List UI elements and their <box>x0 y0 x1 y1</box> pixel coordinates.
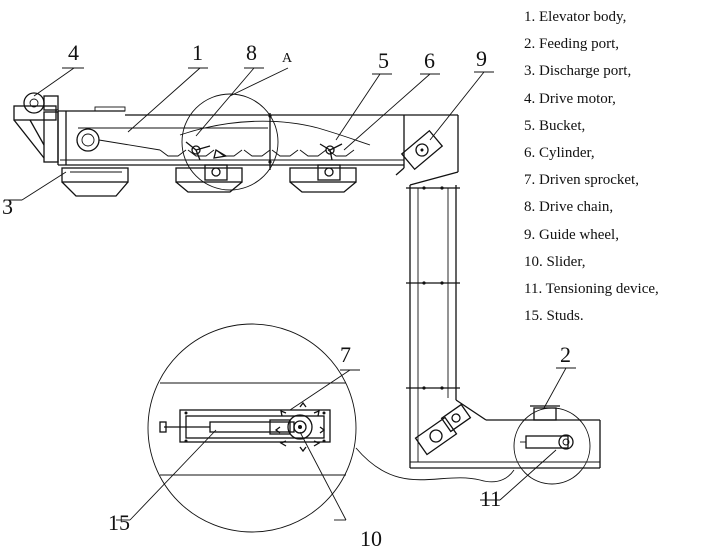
upper-corner-housing <box>395 114 459 186</box>
legend-item: 8. Drive chain, <box>524 199 614 216</box>
elevator-body-top <box>57 106 404 170</box>
legend-item: 5. Bucket, <box>524 117 586 134</box>
legend-item: 10. Slider, <box>524 253 586 270</box>
legend-item: 6. Cylinder, <box>524 145 595 162</box>
callout-15: 15 <box>108 510 130 535</box>
legend-item: 9. Guide wheel, <box>524 226 619 243</box>
callout-3: 3 <box>2 194 13 219</box>
cylinder-left <box>185 141 228 161</box>
bucket-strip <box>159 120 371 157</box>
callout-8: 8 <box>246 40 257 65</box>
callout-6: 6 <box>424 48 435 73</box>
parts-legend: 1. Elevator body, 2. Feeding port, 3. Di… <box>524 4 720 330</box>
detail-connector <box>355 447 515 483</box>
tensioning-device <box>513 407 591 485</box>
callout-9: 9 <box>476 46 487 71</box>
detail-circle-tensioner <box>147 323 357 533</box>
legend-item: 3. Discharge port, <box>524 63 632 80</box>
legend-item: 1. Elevator body, <box>524 9 627 25</box>
callout-7: 7 <box>340 342 351 367</box>
vertical-shaft <box>406 185 460 468</box>
callout-a: A <box>282 51 293 66</box>
legend-item: 15. Studs. <box>524 308 584 325</box>
callout-10: 10 <box>360 526 382 551</box>
callout-11: 11 <box>480 486 501 511</box>
discharge-port-right <box>289 164 357 193</box>
lower-bend <box>410 399 601 469</box>
cylinder-right <box>319 143 343 161</box>
legend-item: 2. Feeding port, <box>524 36 619 53</box>
callout-4: 4 <box>68 40 79 65</box>
discharge-port-middle <box>175 164 243 193</box>
legend-item: 7. Driven sprocket, <box>524 172 639 189</box>
callout-1: 1 <box>192 40 203 65</box>
discharge-port-left <box>61 167 129 197</box>
leader-lines <box>4 67 576 521</box>
callout-2: 2 <box>560 342 571 367</box>
legend-item: 11. Tensioning device, <box>524 281 659 298</box>
detail-circle-a <box>181 93 279 191</box>
drive-motor <box>13 92 59 163</box>
callout-5: 5 <box>378 48 389 73</box>
legend-item: 4. Drive motor, <box>524 90 616 107</box>
